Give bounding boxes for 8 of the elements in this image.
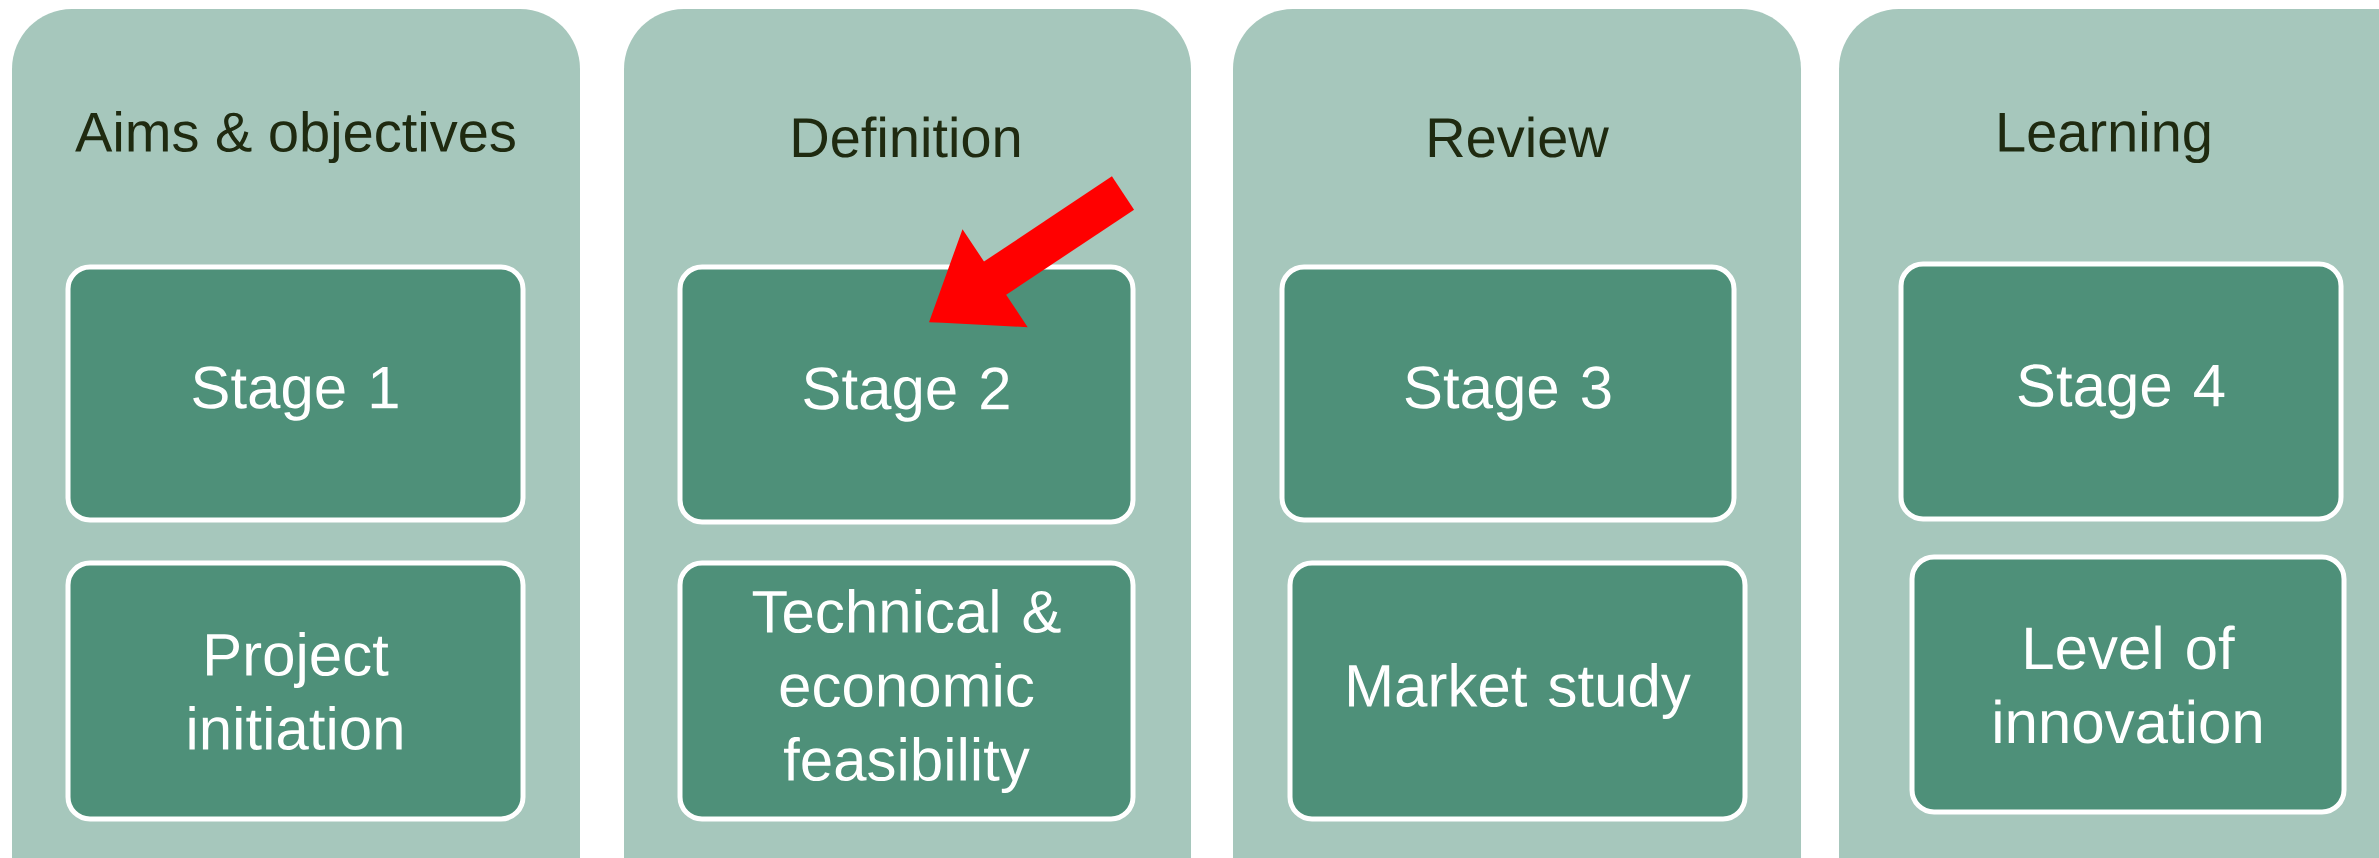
stage-box: Stage 3 [1279,264,1737,523]
stage-box: Technical & economic feasibility [677,560,1136,822]
stage-box: Stage 4 [1898,261,2344,522]
stage-box: Project initiation [65,560,526,822]
stage-box: Stage 1 [65,264,526,523]
stage-box: Market study [1287,560,1748,822]
stage-box: Level of innovation [1909,554,2347,815]
stage-box: Stage 2 [677,264,1136,525]
